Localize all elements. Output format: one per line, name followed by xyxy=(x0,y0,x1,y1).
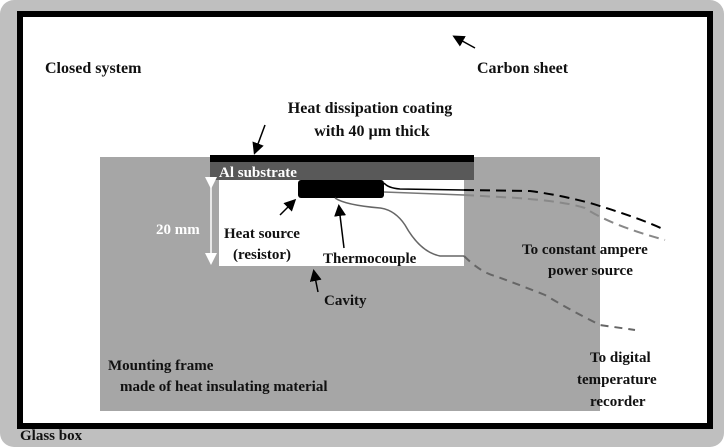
mounting-frame-label-2: made of heat insulating material xyxy=(120,379,328,395)
glass-box-label: Glass box xyxy=(20,428,83,444)
heat-dissipation-coating xyxy=(210,155,474,162)
recorder-label-2: temperature xyxy=(577,372,657,388)
mounting-frame-label-1: Mounting frame xyxy=(108,358,214,374)
power-wire-return-dashed xyxy=(463,194,666,241)
dimension-label: 20 mm xyxy=(156,222,200,238)
heat-source-arrow xyxy=(279,198,297,216)
closed-system-label: Closed system xyxy=(45,60,142,77)
heat-source-label-2: (resistor) xyxy=(233,247,291,263)
carbon-sheet-label: Carbon sheet xyxy=(477,60,569,77)
thermocouple-wire-dashed xyxy=(463,255,636,331)
al-substrate xyxy=(210,162,474,180)
power-source-label-1: To constant ampere xyxy=(522,242,648,258)
power-source-label-2: power source xyxy=(548,263,633,279)
cavity-label: Cavity xyxy=(324,293,367,309)
coating-label-1: Heat dissipation coating xyxy=(288,100,452,117)
thermocouple-label: Thermocouple xyxy=(323,251,417,267)
coating-arrow xyxy=(252,124,266,155)
recorder-label-1: To digital xyxy=(590,350,651,366)
heat-source-resistor xyxy=(298,180,384,198)
recorder-label-3: recorder xyxy=(590,394,646,410)
thermocouple-arrow xyxy=(334,204,347,249)
power-wire xyxy=(383,182,465,191)
al-substrate-label: Al substrate xyxy=(219,165,297,181)
carbon-sheet-arrow xyxy=(452,35,476,49)
coating-label-2: with 40 µm thick xyxy=(314,123,430,140)
cavity-arrow xyxy=(309,269,322,293)
heat-source-label-1: Heat source xyxy=(224,226,300,242)
thermocouple-wire xyxy=(334,197,464,257)
power-wire-return xyxy=(383,191,465,196)
